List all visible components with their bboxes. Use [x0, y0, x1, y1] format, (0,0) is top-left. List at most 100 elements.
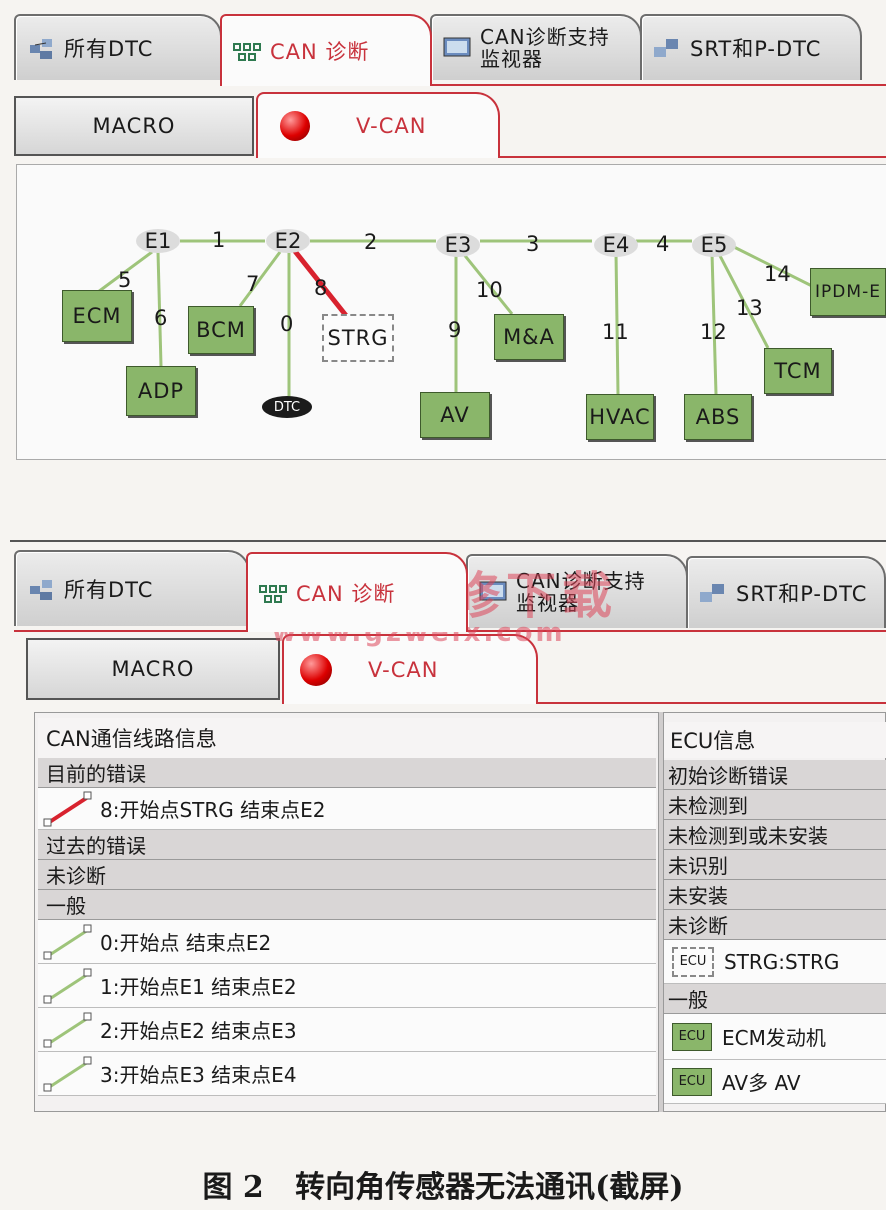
tab-label: 所有DTC — [64, 578, 154, 602]
ecu-hvac[interactable]: HVAC — [586, 394, 654, 440]
tab-srt-pdtc[interactable]: SRT和P-DTC — [686, 556, 886, 628]
frame-top-border — [10, 540, 886, 542]
link-icon — [43, 1056, 92, 1091]
panel-divider — [658, 712, 664, 1112]
ecu-ecm[interactable]: ECM — [62, 290, 132, 342]
dtc-marker[interactable]: DTC — [262, 396, 312, 418]
ecu-item-av[interactable]: ECU AV多 AV — [664, 1060, 886, 1104]
ecu-row-not-identified[interactable]: 未识别 — [664, 850, 886, 880]
ecu-bcm[interactable]: BCM — [188, 306, 254, 354]
ecu-general-header[interactable]: 一般 — [664, 984, 886, 1014]
current-errors-header[interactable]: 目前的错误 — [38, 758, 656, 788]
junction-e3[interactable]: E3 — [436, 233, 480, 257]
network-icon — [26, 576, 56, 602]
ecu-abs[interactable]: ABS — [684, 394, 752, 440]
subtab-label: MACRO — [111, 657, 195, 681]
tab-all-dtc[interactable]: 所有DTC — [14, 14, 222, 80]
network-icon — [652, 35, 682, 61]
monitor-icon — [478, 579, 508, 605]
subtab-label: V-CAN — [368, 658, 439, 682]
tab-label: CAN 诊断 — [270, 40, 370, 64]
bus-line-11 — [614, 252, 620, 395]
line-number-14: 14 — [764, 262, 791, 286]
junction-e1[interactable]: E1 — [136, 229, 180, 253]
ecu-item-ecm[interactable]: ECU ECM发动机 — [664, 1014, 886, 1060]
tab-label: CAN诊断支持 监视器 — [516, 569, 646, 615]
ecu-m-and-a[interactable]: M&A — [494, 314, 564, 360]
bus-line-12 — [710, 252, 718, 395]
ecu-ipdm-e[interactable]: IPDM-E — [810, 268, 886, 316]
network-icon — [698, 580, 728, 606]
can-info-title: CAN通信线路信息 — [38, 718, 656, 758]
ecu-tcm[interactable]: TCM — [764, 348, 832, 394]
general-item-1[interactable]: 1:开始点E1 结束点E2 — [38, 964, 656, 1008]
item-label: 0:开始点 结束点E2 — [100, 931, 272, 955]
junction-e5[interactable]: E5 — [692, 233, 736, 257]
item-label: ECM发动机 — [722, 1026, 826, 1050]
tab-srt-pdtc[interactable]: SRT和P-DTC — [640, 14, 862, 80]
can-network-icon — [232, 38, 262, 64]
can-bus-lines — [97, 239, 813, 398]
ecu-info-title: ECU信息 — [664, 722, 886, 758]
subtab-vcan[interactable]: V-CAN — [282, 634, 538, 704]
tab-underline — [430, 84, 886, 86]
subtab-macro[interactable]: MACRO — [26, 638, 280, 700]
subtab-label: V-CAN — [356, 114, 427, 138]
bus-line-13 — [716, 251, 770, 349]
general-item-3[interactable]: 3:开始点E3 结束点E4 — [38, 1052, 656, 1096]
ecu-strg[interactable]: STRG — [322, 314, 394, 362]
tab-all-dtc[interactable]: 所有DTC — [14, 550, 250, 626]
link-icon — [43, 924, 92, 959]
tab-label: SRT和P-DTC — [736, 582, 868, 606]
ecu-row-not-detected-or-installed[interactable]: 未检测到或未安装 — [664, 820, 886, 850]
item-label: STRG:STRG — [724, 949, 840, 974]
line-number-5: 5 — [118, 268, 132, 292]
line-number-9: 9 — [448, 318, 462, 342]
not-diagnosed-header[interactable]: 未诊断 — [38, 860, 656, 890]
line-number-10: 10 — [476, 278, 503, 302]
line-number-13: 13 — [736, 296, 763, 320]
line-number-2: 2 — [364, 230, 378, 254]
junction-e4[interactable]: E4 — [594, 233, 638, 257]
tab-can-diagnosis[interactable]: CAN 诊断 — [246, 552, 468, 632]
item-label: 8:开始点STRG 结束点E2 — [100, 798, 326, 822]
can-network-icon — [258, 580, 288, 606]
tab-can-monitor[interactable]: CAN诊断支持 监视器 — [430, 14, 642, 80]
ecu-row-not-installed[interactable]: 未安装 — [664, 880, 886, 910]
ecu-item-strg[interactable]: ECU STRG:STRG — [664, 940, 886, 984]
tab-label: CAN 诊断 — [296, 582, 396, 606]
line-number-12: 12 — [700, 320, 727, 344]
line-number-8: 8 — [314, 276, 328, 300]
subtab-underline — [536, 702, 886, 704]
item-label: 3:开始点E3 结束点E4 — [100, 1063, 297, 1087]
subtab-label: MACRO — [92, 114, 176, 138]
subtab-macro[interactable]: MACRO — [14, 96, 254, 156]
general-header[interactable]: 一般 — [38, 890, 656, 920]
bus-line-14 — [731, 244, 813, 288]
ecu-badge-icon: ECU — [672, 1022, 712, 1051]
item-label: AV多 AV — [722, 1071, 801, 1095]
general-item-2[interactable]: 2:开始点E2 结束点E3 — [38, 1008, 656, 1052]
ecu-row-not-detected[interactable]: 未检测到 — [664, 790, 886, 820]
ecu-av[interactable]: AV — [420, 392, 490, 438]
subtab-underline — [498, 156, 886, 158]
junction-e2[interactable]: E2 — [266, 229, 310, 253]
bus-line-10 — [460, 251, 514, 315]
figure-caption: 图 2 转向角传感器无法通讯(截屏) — [202, 1170, 684, 1205]
line-number-7: 7 — [246, 272, 260, 296]
current-error-item[interactable]: 8:开始点STRG 结束点E2 — [38, 788, 656, 830]
general-item-0[interactable]: 0:开始点 结束点E2 — [38, 920, 656, 964]
past-errors-header[interactable]: 过去的错误 — [38, 830, 656, 860]
ecu-row-initial-error[interactable]: 初始诊断错误 — [664, 760, 886, 790]
line-number-11: 11 — [602, 320, 629, 344]
subtab-vcan[interactable]: V-CAN — [256, 92, 500, 158]
line-number-6: 6 — [154, 306, 168, 330]
status-led-icon — [300, 654, 332, 686]
line-number-4: 4 — [656, 232, 670, 256]
bus-line-7 — [238, 251, 282, 307]
ecu-row-not-diagnosed[interactable]: 未诊断 — [664, 910, 886, 940]
tab-can-diagnosis[interactable]: CAN 诊断 — [220, 14, 432, 86]
monitor-icon — [442, 35, 472, 61]
line-number-1: 1 — [212, 228, 226, 252]
ecu-adp[interactable]: ADP — [126, 366, 196, 416]
